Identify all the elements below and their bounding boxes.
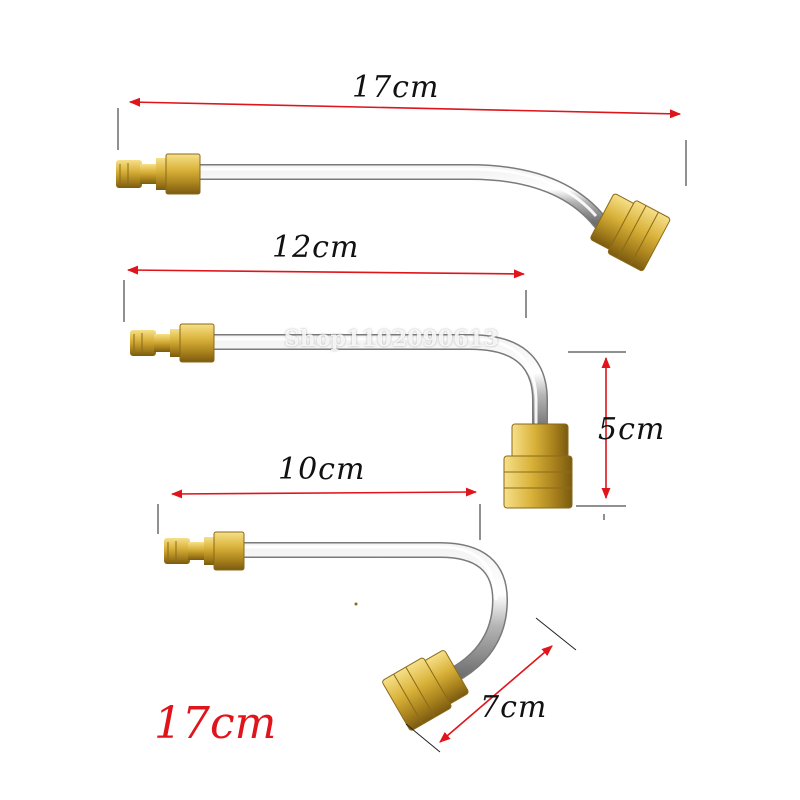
total-length-label: 17cm — [154, 698, 277, 749]
middle-wand — [130, 323, 573, 509]
top-length-label: 17cm — [352, 70, 440, 105]
watermark: Shop1102090613 — [284, 326, 500, 352]
mid-drop-label: 5cm — [598, 412, 666, 447]
bottom-dimension — [157, 487, 577, 753]
mid-length-label: 12cm — [272, 230, 360, 265]
top-wand — [116, 153, 671, 272]
top-dimension — [117, 97, 687, 186]
bottom-length-label: 10cm — [278, 452, 366, 487]
middle-dimension — [123, 265, 626, 520]
bottom-diag-label: 7cm — [480, 690, 548, 725]
